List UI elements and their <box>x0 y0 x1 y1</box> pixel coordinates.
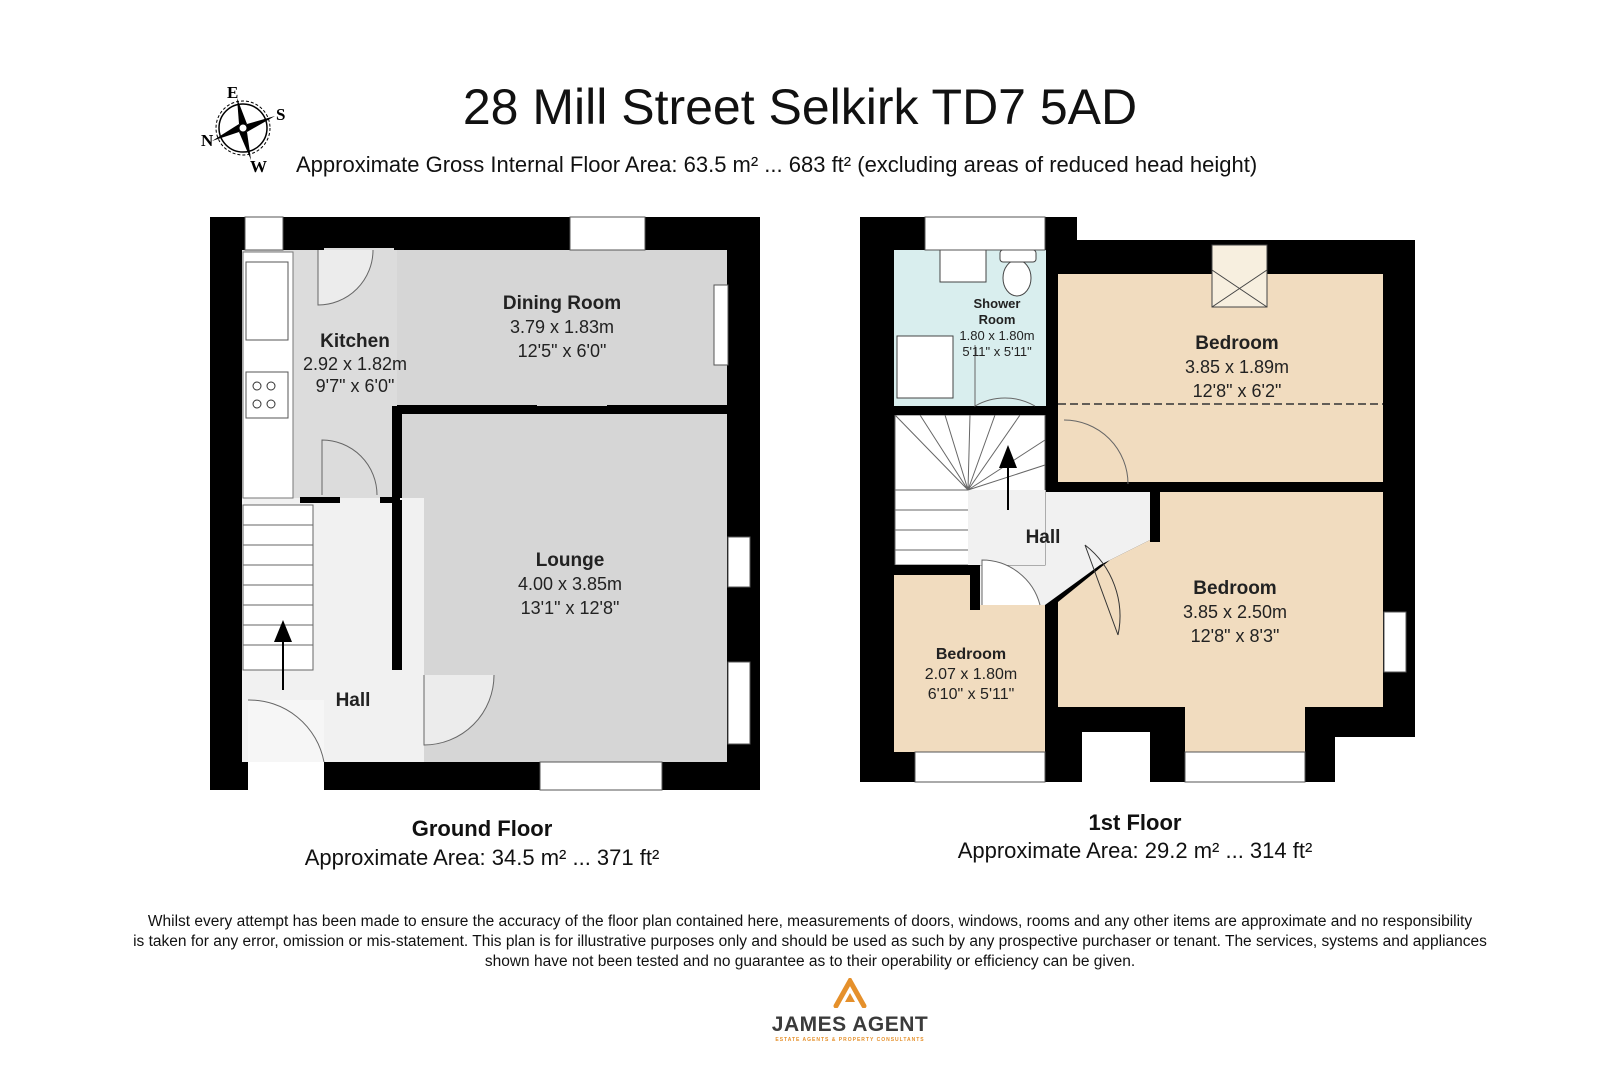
dining-room-metric: 3.79 x 1.83m <box>510 317 614 337</box>
lounge-metric: 4.00 x 3.85m <box>518 574 622 594</box>
sink-icon <box>245 261 289 341</box>
first-floor-stairs <box>894 414 1046 566</box>
bedroom-top-area <box>1058 274 1383 482</box>
bedroom-top-label: Bedroom <box>1195 333 1278 354</box>
ground-floor-area: Approximate Area: 34.5 m² ... 371 ft² <box>304 845 660 870</box>
bedroom-right-area <box>1058 492 1383 752</box>
company-logo: JAMES AGENT ESTATE AGENTS & PROPERTY CON… <box>750 975 950 1043</box>
compass-n: N <box>201 131 214 150</box>
bedroom-small-metric: 2.07 x 1.80m <box>925 666 1018 683</box>
dining-room-imperial: 12'5" x 6'0" <box>518 341 607 361</box>
bedroom-top-imperial: 12'8" x 6'2" <box>1193 381 1282 401</box>
compass-e: E <box>227 83 238 102</box>
ground-floor-plan: Kitchen 2.92 x 1.82m 9'7" x 6'0" Dining … <box>210 216 760 791</box>
bedroom-small-imperial: 6'10" x 5'11" <box>928 686 1015 703</box>
kitchen-metric: 2.92 x 1.82m <box>303 354 407 374</box>
shower-room-metric: 1.80 x 1.80m <box>959 328 1034 343</box>
shower-room-label-1: Shower <box>974 296 1021 311</box>
bedroom-top-metric: 3.85 x 1.89m <box>1185 357 1289 377</box>
shower-tray-icon <box>896 335 954 399</box>
hob-icon <box>245 371 289 419</box>
lounge-label: Lounge <box>536 550 605 571</box>
shower-room-imperial: 5'11" x 5'11" <box>962 344 1032 359</box>
logo-mark-icon <box>833 975 867 1009</box>
bedroom-right-label: Bedroom <box>1193 578 1276 599</box>
logo-tagline: ESTATE AGENTS & PROPERTY CONSULTANTS <box>775 1037 925 1043</box>
toilet-icon <box>1002 259 1032 297</box>
lounge-imperial: 13'1" x 12'8" <box>521 598 620 618</box>
first-floor-plan: Shower Room 1.80 x 1.80m 5'11" x 5'11" B… <box>860 216 1415 783</box>
disclaimer-line: is taken for any error, omission or mis-… <box>133 933 1487 950</box>
bedroom-right-metric: 3.85 x 2.50m <box>1183 602 1287 622</box>
page-title: 28 Mill Street Selkirk TD7 5AD <box>462 79 1138 135</box>
bedroom-small-label: Bedroom <box>936 646 1006 663</box>
first-floor-area: Approximate Area: 29.2 m² ... 314 ft² <box>957 838 1313 863</box>
first-floor-name: 1st Floor <box>1088 810 1182 835</box>
first-hall-label: Hall <box>1026 527 1061 548</box>
compass-rose-icon: E S N W <box>201 83 285 176</box>
ground-floor-name: Ground Floor <box>411 816 553 841</box>
dining-room-label: Dining Room <box>503 293 621 314</box>
bedroom-right-imperial: 12'8" x 8'3" <box>1191 626 1280 646</box>
dining-room-area <box>397 250 727 406</box>
stair-arrow-icon <box>274 620 292 642</box>
washbasin-icon <box>939 249 987 283</box>
compass-w: W <box>250 157 267 176</box>
gross-area-subtitle: Approximate Gross Internal Floor Area: 6… <box>296 152 1258 177</box>
disclaimer: Whilst every attempt has been made to en… <box>60 912 1560 972</box>
disclaimer-line: Whilst every attempt has been made to en… <box>147 913 1473 930</box>
compass-s: S <box>276 105 285 124</box>
kitchen-imperial: 9'7" x 6'0" <box>316 376 395 396</box>
shower-room-label-2: Room <box>979 312 1016 327</box>
ground-hall-label: Hall <box>336 690 371 711</box>
kitchen-label: Kitchen <box>320 331 390 352</box>
stair-arrow-icon <box>999 445 1017 468</box>
ground-stairs <box>242 504 314 690</box>
logo-name: JAMES AGENT <box>771 1013 929 1036</box>
disclaimer-line: shown have not been tested and no guaran… <box>484 953 1136 970</box>
